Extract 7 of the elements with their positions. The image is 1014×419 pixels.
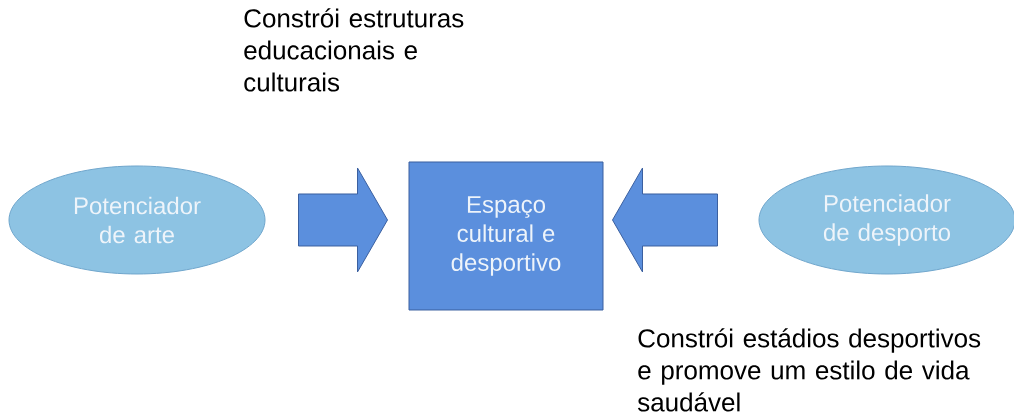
note-text: Constrói estádios desportivos e promove um estilo de vida saudável: [637, 328, 981, 412]
block-arrow: [612, 167, 718, 273]
ellipse-node: Potenciador de arte: [8, 165, 266, 275]
note-text: Constrói estruturas educacionais e culturais: [244, 8, 464, 92]
block-arrow: [298, 167, 388, 273]
process-box: Espaço cultural e desportivo: [408, 161, 604, 311]
ellipse-node: Potenciador de desporto: [758, 165, 1014, 275]
